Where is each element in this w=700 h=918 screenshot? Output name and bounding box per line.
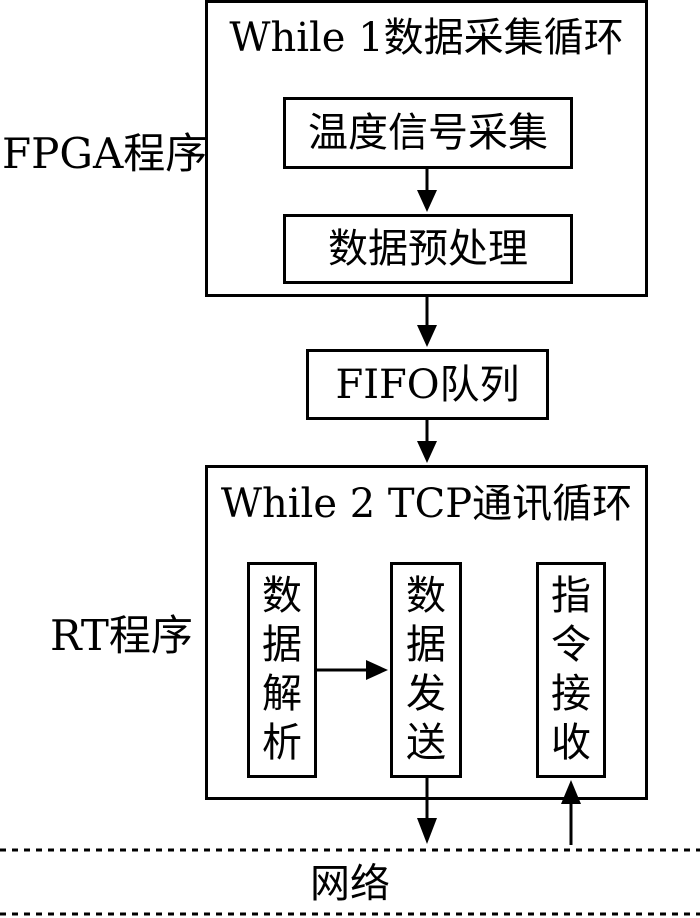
arrowhead-rt: [417, 441, 437, 463]
data-parse-char: 据: [262, 622, 302, 669]
rt-program-label: RT程序: [50, 611, 193, 660]
data-send-box: 数 据 发 送: [390, 562, 462, 778]
command-receive-char: 收: [551, 719, 591, 766]
network-label: 网络: [310, 861, 390, 907]
data-parse-char: 数: [262, 573, 302, 620]
arrowhead-send: [366, 660, 388, 680]
temperature-acquisition-box: 温度信号采集: [283, 97, 573, 169]
arrowhead-receive: [561, 780, 581, 804]
fifo-queue-box: FIFO队列: [306, 349, 549, 420]
data-preprocess-box: 数据预处理: [283, 214, 573, 284]
data-send-char: 据: [406, 622, 446, 669]
arrowhead-network: [417, 818, 437, 844]
arrowhead-fifo: [417, 325, 437, 347]
command-receive-char: 接: [551, 671, 591, 717]
command-receive-char: 指: [551, 573, 591, 620]
data-send-char: 发: [406, 671, 446, 717]
fpga-program-label: FPGA程序: [2, 129, 208, 178]
data-send-char: 送: [406, 719, 446, 766]
fpga-loop-title: While 1数据采集循环: [229, 14, 624, 61]
data-parse-box: 数 据 解 析: [247, 562, 317, 778]
data-parse-char: 解: [262, 671, 302, 717]
data-send-char: 数: [406, 573, 446, 620]
command-receive-box: 指 令 接 收: [536, 562, 606, 778]
data-parse-char: 析: [262, 719, 302, 766]
arrowhead-preprocess: [417, 190, 437, 212]
rt-loop-title: While 2 TCP通讯循环: [220, 481, 633, 527]
command-receive-char: 令: [551, 622, 591, 669]
